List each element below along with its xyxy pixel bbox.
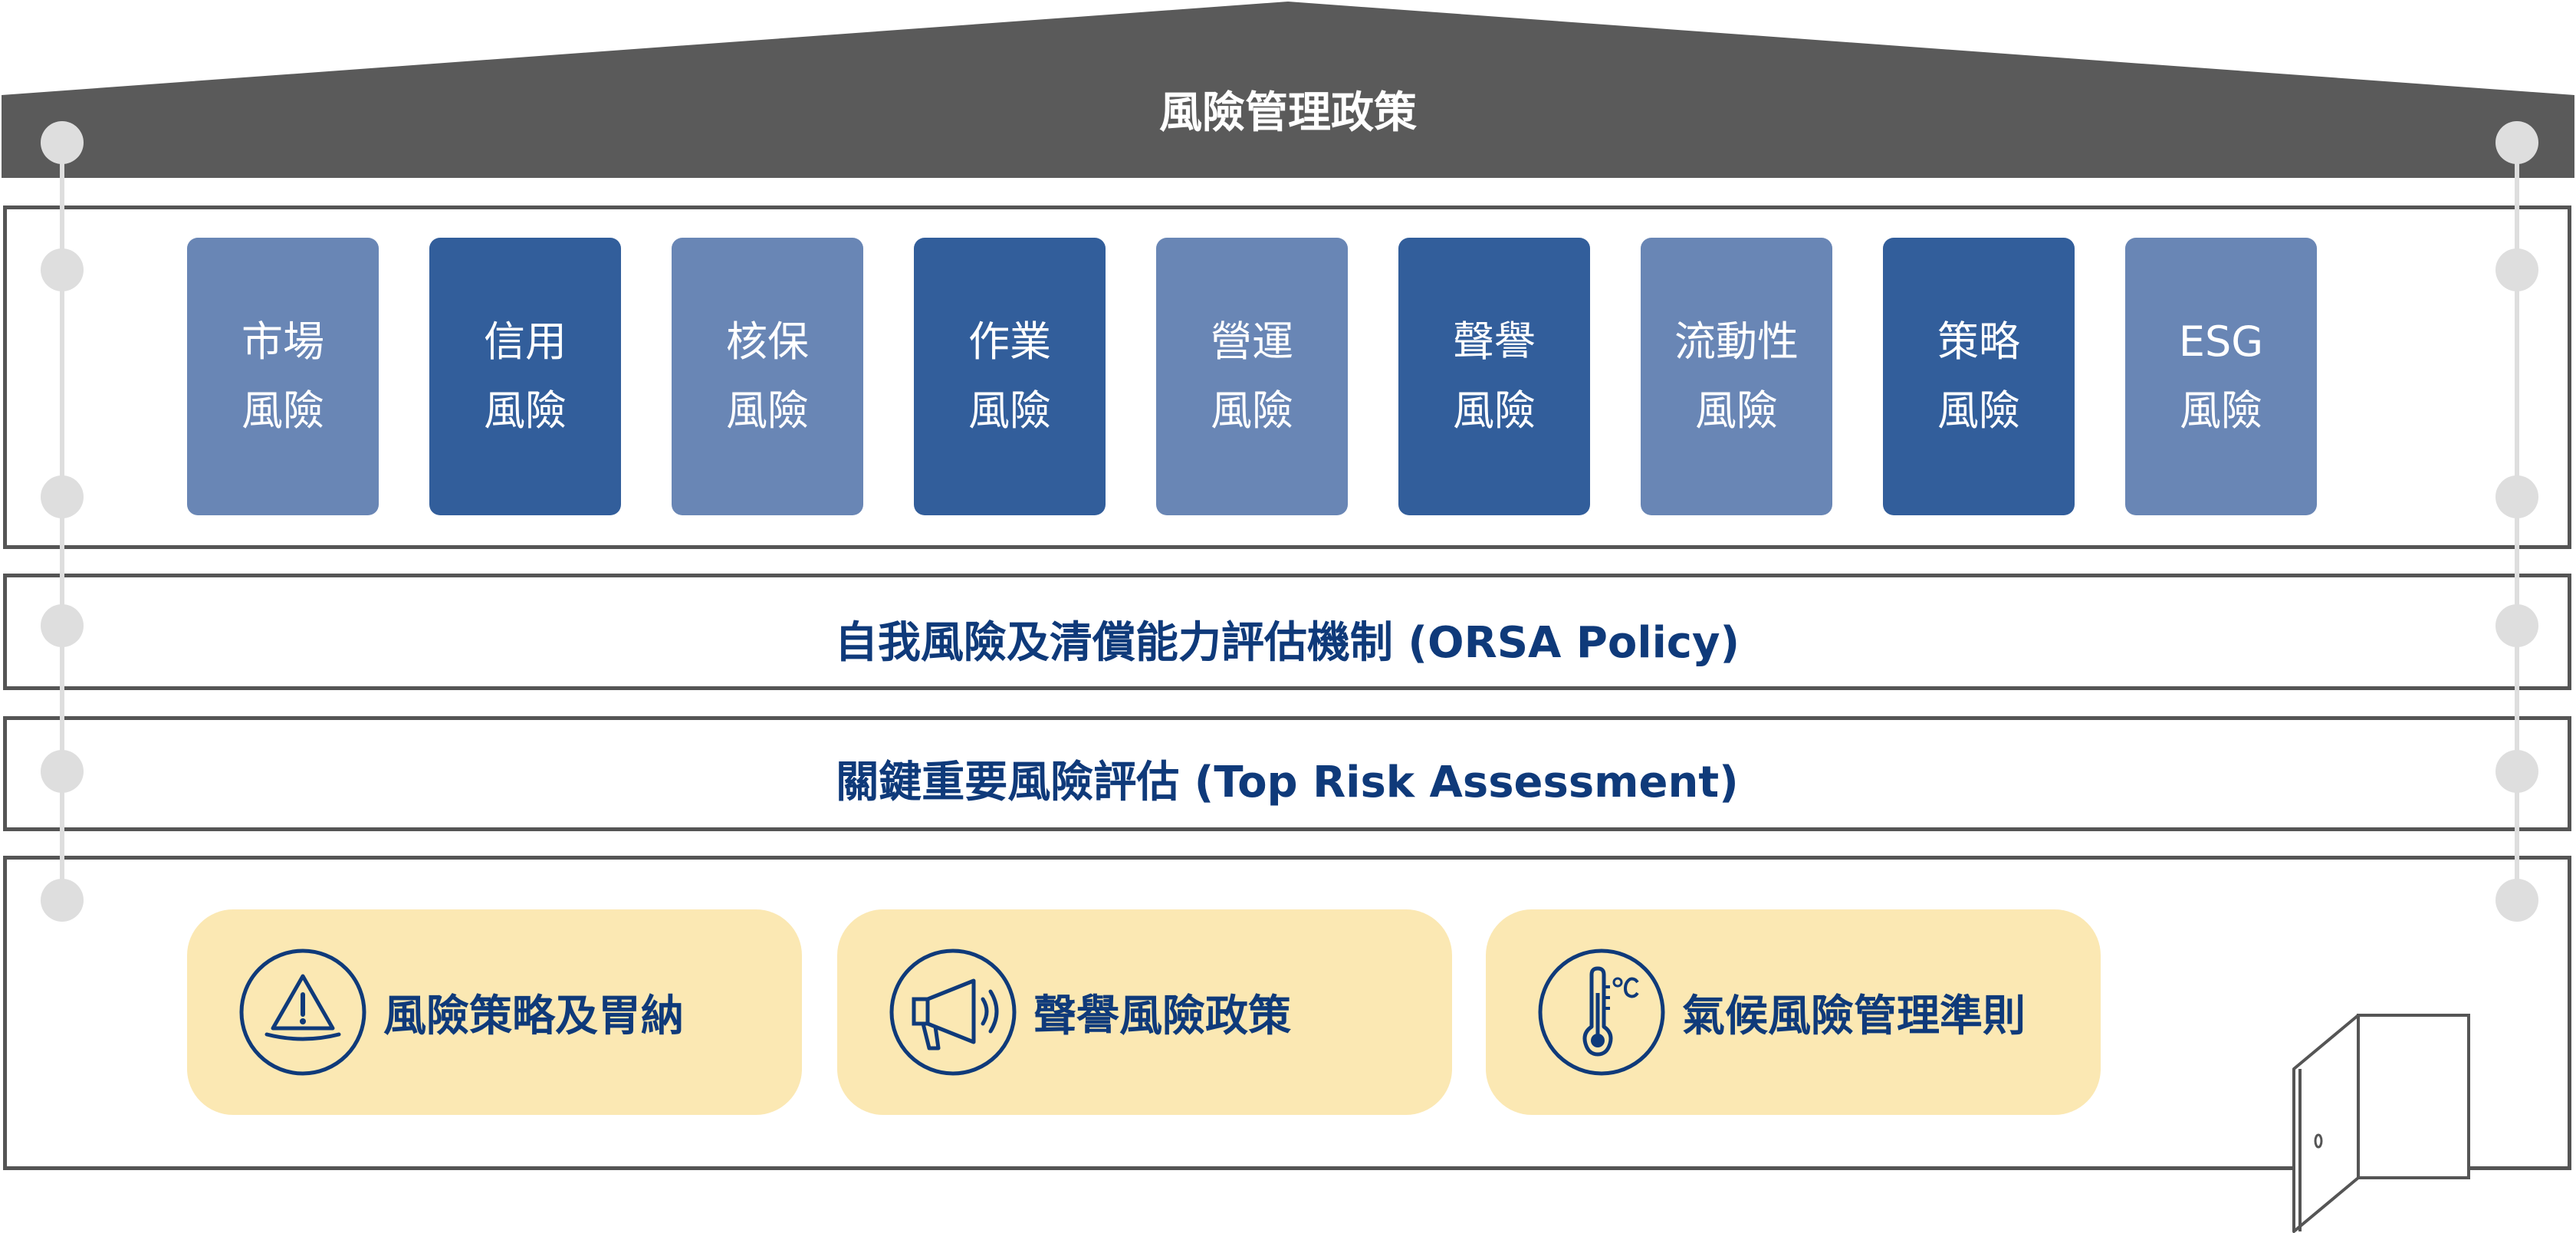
risk-tile-line1: 聲譽 — [1453, 317, 1536, 366]
risk-tile-line2: 風險 — [1695, 386, 1778, 435]
left-pillar-rail — [60, 146, 64, 902]
roof-title: 風險管理政策 — [1159, 88, 1417, 138]
risk-tile-market: 市場 風險 — [187, 238, 379, 515]
pillar-dot — [41, 879, 84, 922]
risk-tile-operational: 作業 風險 — [914, 238, 1106, 515]
pillar-dot — [2496, 604, 2538, 647]
risk-tile-line1: ESG — [2178, 317, 2264, 366]
right-pillar-rail — [2515, 146, 2519, 902]
policy-reputation-risk: 聲譽風險政策 — [837, 909, 1452, 1115]
risk-tile-esg: ESG 風險 — [2125, 238, 2317, 515]
policy-label: 氣候風險管理準則 — [1682, 991, 2026, 1041]
thermometer-icon — [1538, 949, 1665, 1076]
roof — [2, 2, 2574, 178]
top-risk-band: 關鍵重要風險評估 (Top Risk Assessment) — [3, 716, 2571, 831]
pillar-dot — [41, 750, 84, 793]
megaphone-icon — [889, 949, 1017, 1076]
risk-tile-line1: 信用 — [484, 317, 567, 366]
risk-tile-strategic: 策略 風險 — [1883, 238, 2075, 515]
risk-tile-line2: 風險 — [242, 386, 324, 435]
risk-tile-line2: 風險 — [1453, 386, 1536, 435]
risk-tile-line1: 流動性 — [1674, 317, 1799, 366]
orsa-label: 自我風險及清償能力評估機制 (ORSA Policy) — [834, 618, 1740, 668]
pillar-dot — [41, 121, 84, 164]
risk-tile-line2: 風險 — [968, 386, 1051, 435]
top-risk-label: 關鍵重要風險評估 (Top Risk Assessment) — [836, 758, 1739, 807]
risk-tile-line2: 風險 — [1937, 386, 2020, 435]
pillar-dot — [2496, 750, 2538, 793]
risk-tile-reputation: 聲譽 風險 — [1398, 238, 1590, 515]
risk-tile-line1: 市場 — [242, 317, 324, 366]
risk-tile-line1: 營運 — [1211, 317, 1293, 366]
policy-risk-appetite: 風險策略及胃納 — [187, 909, 802, 1115]
policy-label: 聲譽風險政策 — [1033, 991, 1291, 1041]
pillar-dot — [2496, 879, 2538, 922]
risk-tile-line1: 核保 — [726, 317, 809, 366]
risk-tile-line2: 風險 — [2180, 386, 2262, 435]
risk-tile-line1: 策略 — [1937, 317, 2020, 366]
pillar-dot — [41, 475, 84, 518]
risk-tile-line1: 作業 — [968, 317, 1051, 366]
risk-tile-business: 營運 風險 — [1156, 238, 1348, 515]
risk-tile-credit: 信用 風險 — [429, 238, 621, 515]
pillar-dot — [2496, 121, 2538, 164]
policy-climate-risk: 氣候風險管理準則 — [1486, 909, 2101, 1115]
risk-tile-line2: 風險 — [1211, 386, 1293, 435]
risk-tile-liquidity: 流動性 風險 — [1641, 238, 1832, 515]
risk-tile-line2: 風險 — [726, 386, 809, 435]
policy-label: 風險策略及胃納 — [383, 991, 684, 1041]
pillar-dot — [41, 248, 84, 291]
risk-tile-underwriting: 核保 風險 — [672, 238, 863, 515]
door-icon — [2292, 1014, 2470, 1233]
pillar-dot — [41, 604, 84, 647]
orsa-band: 自我風險及清償能力評估機制 (ORSA Policy) — [3, 574, 2571, 690]
risk-tile-line2: 風險 — [484, 386, 567, 435]
warning-icon — [239, 949, 366, 1076]
pillar-dot — [2496, 475, 2538, 518]
pillar-dot — [2496, 248, 2538, 291]
